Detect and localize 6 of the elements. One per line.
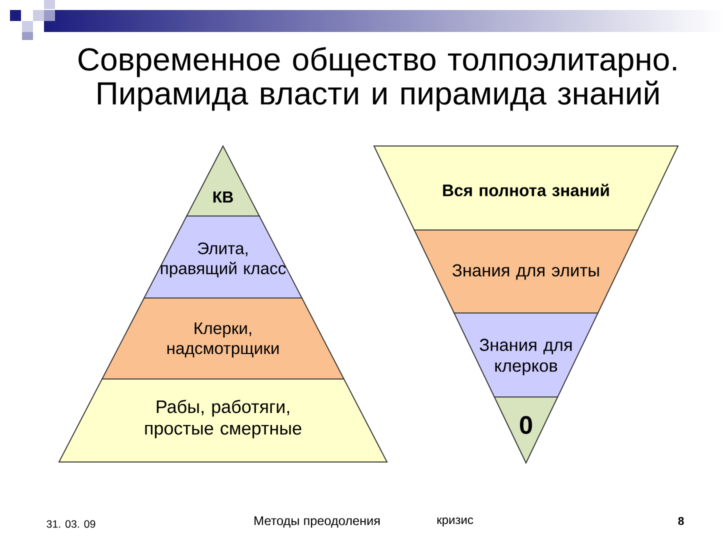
footer-date: 31. 03. 09 (46, 520, 96, 528)
pyramid-tier: Знания для элиты (414, 230, 639, 314)
footer-text: кризис (437, 518, 474, 526)
footer-text: Методы преодоления (254, 516, 380, 528)
slide-title: Современное общество толпоэлитарно. Пирамида власти и пирамида знаний (78, 46, 676, 112)
page-number: 8 (678, 517, 684, 525)
